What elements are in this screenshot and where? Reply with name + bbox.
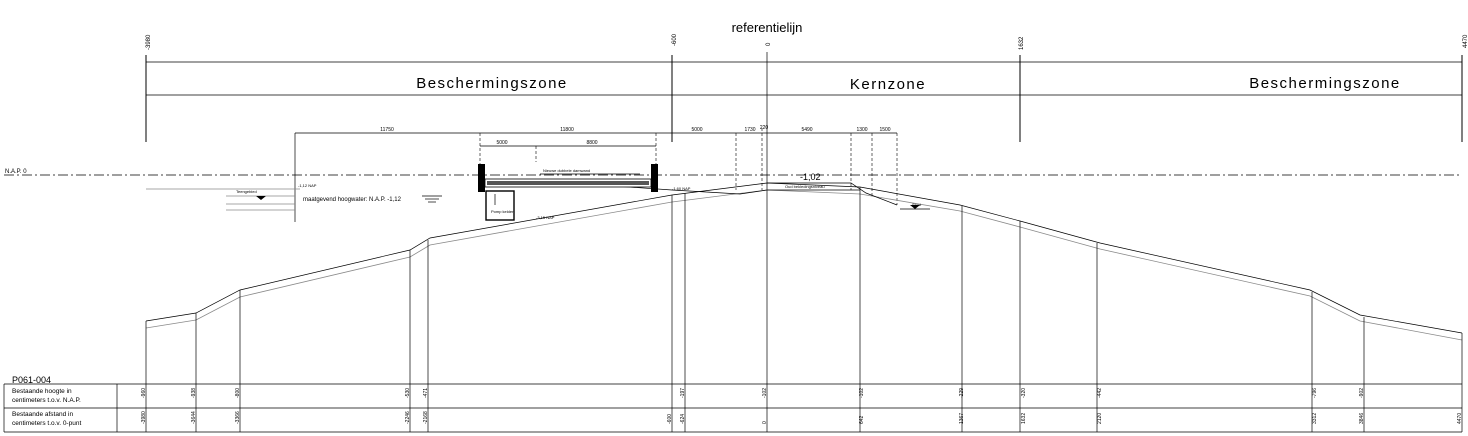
distances-row: -3980 -3644 -3366 -2246 -2168 -600 -624 … — [141, 411, 1463, 424]
height-cell: -902 — [1359, 388, 1365, 398]
dimension-label: 5000 — [691, 127, 702, 133]
dimension-label: 11800 — [560, 127, 574, 133]
height-cell: -102 — [859, 388, 865, 398]
height-cell: -229 — [959, 388, 965, 398]
annotation-wall-top: Nieuwe dubbele damwand — [543, 168, 590, 173]
annotation-left-small: Teengebied — [236, 189, 257, 194]
distance-cell: 4470 — [1457, 413, 1463, 424]
station-lines — [145, 187, 1463, 384]
annotation-high-water: maatgevend hoogwater: N.A.P. -1,12 — [303, 197, 402, 203]
table-row2-label: centimeters t.o.v. 0-punt — [12, 420, 81, 427]
top-tick-label: 1632 — [1019, 36, 1025, 50]
heights-row: -960 -938 -800 -530 -471 -197 -102 -102 … — [141, 388, 1365, 398]
distance-cell: -3980 — [141, 411, 147, 424]
annotation-right-small: Oud bekledingsniveau — [785, 184, 825, 189]
dike-profile — [145, 182, 1463, 341]
height-cell: -471 — [423, 388, 429, 398]
zone-frame — [145, 52, 1463, 384]
distance-cell: 642 — [859, 415, 865, 424]
zone-label-right: Beschermingszone — [1249, 75, 1401, 92]
distance-cell: 1367 — [959, 413, 965, 424]
height-cell: -320 — [1021, 388, 1027, 398]
height-cell: -102 — [762, 388, 768, 398]
distance-cell: 0 — [762, 421, 768, 424]
sheet-pile-structure — [478, 164, 658, 221]
table-row1-label: centimeters t.o.v. N.A.P. — [12, 397, 81, 404]
distance-cell: -3366 — [235, 411, 241, 424]
distance-cell: -2246 — [405, 411, 411, 424]
annotation-ditch: Sloot — [912, 202, 922, 207]
ditch-marker — [910, 205, 920, 209]
dimension-label: 5000 — [496, 140, 507, 146]
dimension-label: 1730 — [744, 127, 755, 133]
top-tick-label: -600 — [672, 33, 678, 46]
zone-label-left: Beschermingszone — [416, 75, 568, 92]
dimension-label: 1500 — [879, 127, 890, 133]
top-tick-label: 4470 — [1463, 34, 1468, 48]
top-tick-label: -3980 — [146, 34, 152, 50]
dimension-label: 11750 — [380, 127, 394, 133]
height-cell: -796 — [1312, 388, 1318, 398]
table-row2-label: Bestaande afstand in — [12, 411, 73, 418]
table-row1-label: Bestaande hoogte in — [12, 388, 72, 395]
distance-cell: 3846 — [1359, 413, 1365, 424]
drawing-id: P061-004 — [12, 375, 51, 385]
data-table — [3, 383, 1463, 433]
nap-label: N.A.P. 0 — [5, 169, 27, 175]
dimension-label: 5490 — [801, 127, 812, 133]
distance-cell: -624 — [680, 414, 686, 424]
distance-cell: 1632 — [1021, 413, 1027, 424]
height-cell: -530 — [405, 388, 411, 398]
annotation-right-level: -1,60 NAP — [672, 186, 691, 191]
distance-cell: -3644 — [191, 411, 197, 424]
distance-cell: -2168 — [423, 411, 429, 424]
height-cell: -800 — [235, 388, 241, 398]
dimension-label: 220 — [760, 125, 769, 131]
annotation-pit: Pomp kelder — [491, 209, 514, 214]
dimension-label: 1300 — [856, 127, 867, 133]
drawing-title: referentielijn — [732, 20, 803, 35]
zone-label-center: Kernzone — [850, 76, 926, 93]
water-level-lines — [146, 188, 442, 211]
annotation-level: -1,02 — [800, 172, 821, 182]
height-cell: -197 — [680, 388, 686, 398]
height-cell: -938 — [191, 388, 197, 398]
height-cell: -442 — [1097, 388, 1103, 398]
height-cell: -960 — [141, 388, 147, 398]
dimension-lines — [294, 128, 898, 222]
dimension-label: 8800 — [586, 140, 597, 146]
distance-cell: -600 — [667, 414, 673, 424]
distance-cell: 2120 — [1097, 413, 1103, 424]
annotation-left-level: -1,12 NAP — [298, 183, 317, 188]
distance-cell: 3312 — [1312, 413, 1318, 424]
annotation-pit-level: -3,15 NAP — [536, 215, 555, 220]
top-tick-label: 0 — [766, 42, 772, 46]
